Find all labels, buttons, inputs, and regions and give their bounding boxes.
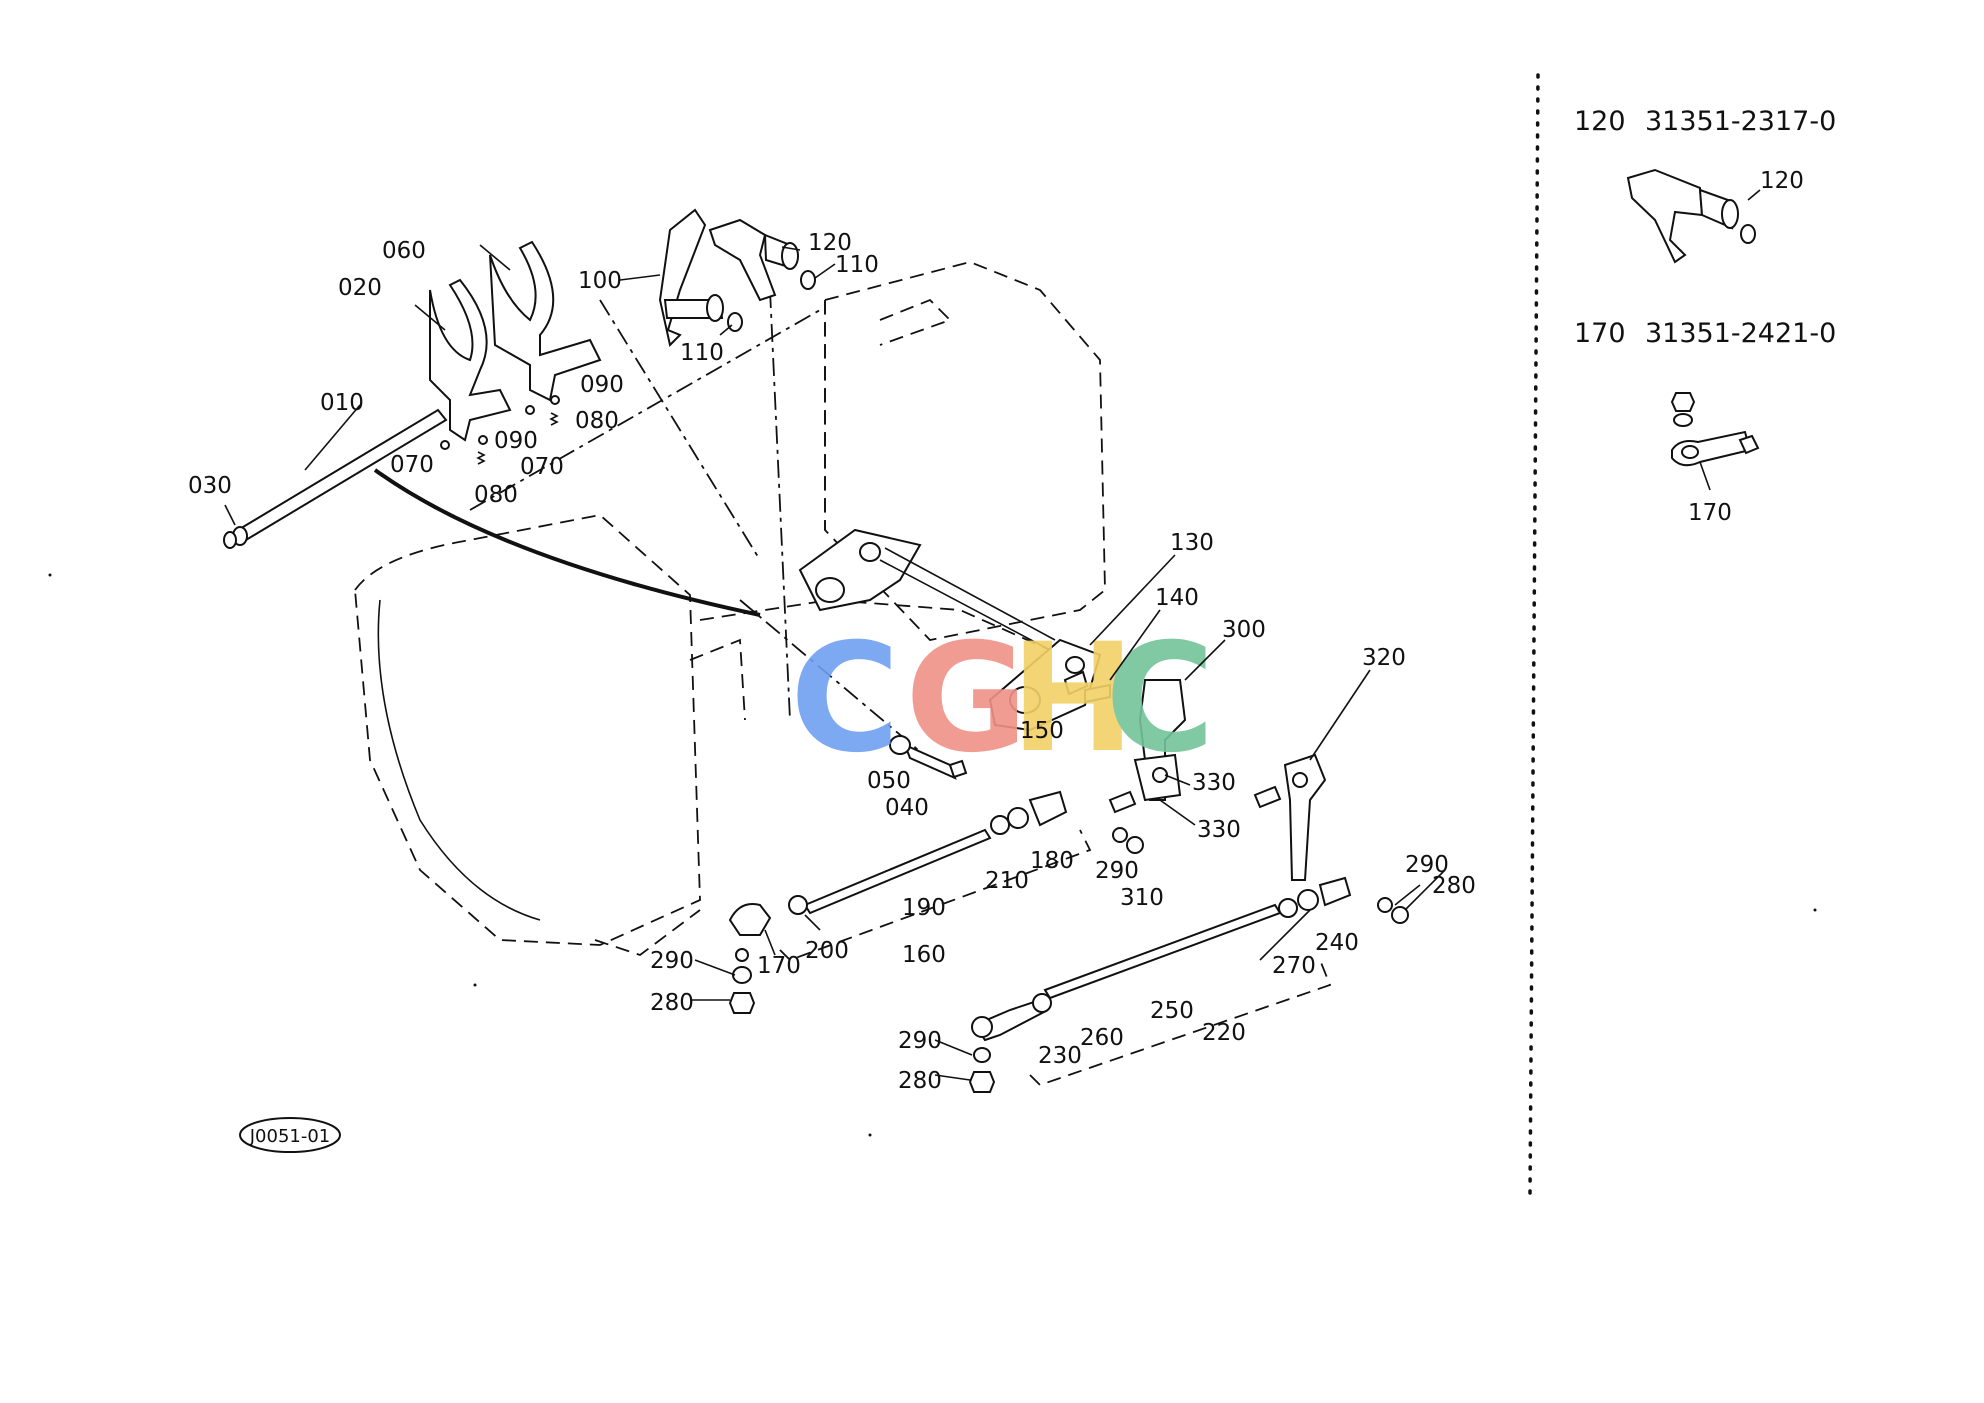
callout-250: 250 — [1150, 998, 1194, 1024]
watermark-letter-c2: C — [1105, 612, 1215, 786]
callout-330-upper: 330 — [1192, 770, 1236, 796]
callout-labels: 010 020 030 040 050 060 070 070 080 080 … — [188, 230, 1476, 1094]
shift-lever-100 — [658, 208, 743, 347]
watermark-letter-h: H — [1010, 612, 1136, 786]
callout-290-bottom: 290 — [898, 1028, 942, 1054]
side-ref-120: 120 — [1574, 106, 1626, 137]
bracket-300 — [1108, 679, 1282, 814]
inset-ball-joint-170 — [1670, 392, 1760, 491]
shift-lever-120 — [708, 218, 816, 302]
callout-260: 260 — [1080, 1025, 1124, 1051]
callout-100: 100 — [578, 268, 622, 294]
callout-020: 020 — [338, 275, 382, 301]
callout-140: 140 — [1155, 585, 1199, 611]
callout-080-left: 080 — [474, 482, 518, 508]
callout-120: 120 — [808, 230, 852, 256]
callout-190: 190 — [902, 895, 946, 921]
leader-lines — [224, 244, 1446, 1081]
callout-150: 150 — [1020, 718, 1064, 744]
callout-110-upper: 110 — [835, 252, 879, 278]
rod-assembly-160 — [728, 790, 1144, 1014]
watermark-letter-g: G — [905, 612, 1028, 786]
callout-300: 300 — [1222, 617, 1266, 643]
callout-080-right: 080 — [575, 408, 619, 434]
transmission-housing-outline — [354, 261, 1106, 957]
side-panel-divider — [1528, 73, 1540, 1197]
callout-280-bottom: 280 — [898, 1068, 942, 1094]
callout-170: 170 — [757, 953, 801, 979]
side-panel: 120 31351-2317-0 120 170 31351-2421-0 17… — [1574, 106, 1836, 526]
callout-290-mid: 290 — [1095, 858, 1139, 884]
shift-rod — [223, 408, 761, 617]
side-ref-170: 170 — [1574, 318, 1626, 349]
bolt-040 — [889, 735, 968, 780]
inset-label-120: 120 — [1760, 168, 1804, 194]
inset-lever-120 — [1626, 168, 1761, 264]
diagram-code-badge: J0051-01 — [239, 1117, 341, 1153]
callout-070-left: 070 — [390, 452, 434, 478]
callout-010: 010 — [320, 390, 364, 416]
callout-050: 050 — [867, 768, 911, 794]
callout-110-lower: 110 — [680, 340, 724, 366]
side-partno-170: 31351-2421-0 — [1645, 318, 1836, 349]
shift-fork-020 — [429, 278, 512, 442]
callout-210: 210 — [985, 868, 1029, 894]
callout-070-right: 070 — [520, 454, 564, 480]
callout-130: 130 — [1170, 530, 1214, 556]
callout-310: 310 — [1120, 885, 1164, 911]
small-parts-detent — [440, 395, 560, 465]
callout-090-left: 090 — [494, 428, 538, 454]
rod-assembly-220 — [968, 876, 1409, 1093]
callout-040: 040 — [885, 795, 929, 821]
diagram-code: J0051-01 — [249, 1126, 331, 1147]
callout-230: 230 — [1038, 1043, 1082, 1069]
callout-090-right: 090 — [580, 372, 624, 398]
callout-240: 240 — [1315, 930, 1359, 956]
callout-270: 270 — [1272, 953, 1316, 979]
inset-label-170: 170 — [1688, 500, 1732, 526]
callout-320: 320 — [1362, 645, 1406, 671]
callout-330-lower: 330 — [1197, 817, 1241, 843]
watermark-letter-c1: C — [790, 612, 900, 786]
callout-160: 160 — [902, 942, 946, 968]
callout-280-right: 280 — [1432, 873, 1476, 899]
callout-060: 060 — [382, 238, 426, 264]
callout-180: 180 — [1030, 848, 1074, 874]
group-bracket-160 — [779, 829, 1092, 962]
lever-320 — [1283, 753, 1327, 881]
watermark: C G H C — [790, 612, 1215, 786]
callout-280-left: 280 — [650, 990, 694, 1016]
callout-290-right: 290 — [1405, 852, 1449, 878]
callout-200: 200 — [805, 938, 849, 964]
callout-220: 220 — [1202, 1020, 1246, 1046]
callout-290-left: 290 — [650, 948, 694, 974]
scan-specks — [48, 573, 1817, 1137]
callout-030: 030 — [188, 473, 232, 499]
group-bracket-220 — [1029, 959, 1332, 1087]
bracket-plate — [798, 528, 1111, 732]
side-partno-120: 31351-2317-0 — [1645, 106, 1836, 137]
shift-fork-060 — [489, 240, 602, 402]
